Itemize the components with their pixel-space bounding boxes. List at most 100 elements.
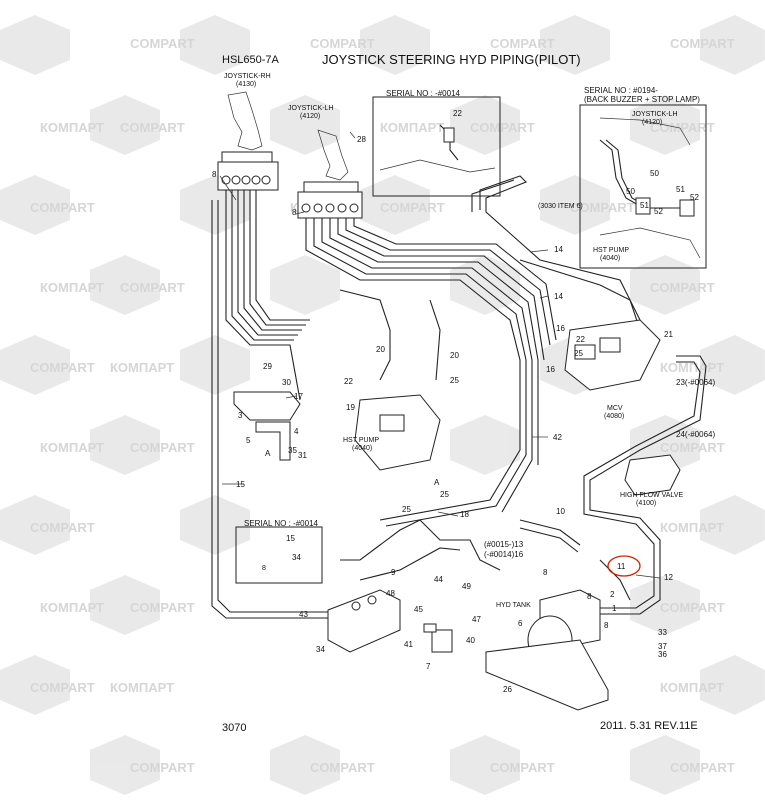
watermark-text: COMPART [30,520,95,535]
part-label: 31 [298,451,307,460]
bracket-17 [233,391,301,461]
watermark-text: COMPART [650,280,715,295]
part-label: 48 [386,589,395,598]
part-label: 50 [626,187,635,196]
part-label: 8 [212,170,217,179]
serial-0014-16-label: (-#0014)16 [484,550,524,559]
inset-serial-0014-b-label: SERIAL NO : -#0014 [244,519,319,528]
watermark-text: COMPART [120,120,185,135]
part-label: 37 [658,642,667,651]
watermark-text: COMPART [30,360,95,375]
part-label: 49 [462,582,471,591]
joystick-rh-code: (4130) [236,81,256,88]
watermark-text: COMPART [130,600,195,615]
part-label: 15 [286,534,295,543]
inset-hst-pump-code: (4040) [600,255,620,262]
part-label: 29 [263,362,272,371]
part-label: 34 [316,645,325,654]
inset-back-buzzer-label: (BACK BUZZER + STOP LAMP) [584,95,700,104]
part-label: 5 [246,436,251,445]
revision-date: 2011. 5.31 REV.11E [600,720,698,732]
joystick-rh [217,91,279,191]
joystick-lh-code: (4120) [300,113,320,120]
manifold-34 [327,589,401,653]
part-label: 22 [576,335,585,344]
inset-serial-0014-b [235,526,323,584]
part-label: 51 [640,201,649,210]
part-label: 25 [402,505,411,514]
inset-joystick-lh-label: JOYSTICK-LH [632,111,678,118]
watermark-text: COMPART [670,760,735,775]
mcv-label: MCV [607,405,623,412]
serial-0015-label: (#0015-)13 [484,540,524,549]
watermark-text: COMPART [490,36,555,51]
detail-a2-label: A [434,478,440,487]
hose-high-flow [583,355,707,615]
part-label: 16 [556,324,565,333]
inset-serial-0194-label: SERIAL NO : #0194- [584,86,658,95]
part-label: 28 [357,135,366,144]
watermark-text: КОМПАРТ [660,520,724,535]
part-label: 25 [450,376,459,385]
part-label: 52 [690,193,699,202]
item-3030-label: (3030 ITEM 6) [538,203,583,210]
part-label: 11 [617,562,626,571]
part-label: 52 [654,207,663,216]
part-label: 19 [346,403,355,412]
part-label: 8 [604,621,609,630]
inset-serial-0194 [579,104,707,269]
inset-hst-pump-label: HST PUMP [593,247,629,254]
part-label: 9 [391,568,396,577]
watermark-row-10 [90,735,700,795]
part-label: 50 [650,169,659,178]
high-flow-valve-label: HIGH FLOW VALVE [620,492,683,499]
watermark-text: COMPART [310,36,375,51]
watermark-text: COMPART [30,200,95,215]
part-label: 8 [262,565,266,572]
part-label: 45 [414,605,423,614]
part-label: 34 [292,553,301,562]
watermark-text: COMPART [310,760,375,775]
watermark-text: КОМПАРТ [110,360,174,375]
watermark-text: COMPART [650,120,715,135]
part-label: 26 [503,685,512,694]
watermark-text: КОМПАРТ [660,680,724,695]
watermark-text: КОМПАРТ [110,680,174,695]
part-label: 14 [554,292,563,301]
hose-lower [340,519,631,601]
watermark-text: COMPART [120,280,185,295]
part-label: 25 [440,490,449,499]
hyd-tank-valve [485,589,609,711]
highlight-11 [607,555,641,577]
hose-20 [339,289,441,381]
part-label: 1 [612,604,617,613]
hst-pump-label: HST PUMP [343,437,379,444]
inset-joystick-lh-code: (4120) [642,119,662,126]
part-label: 35 [288,446,297,455]
hose-pilot-14 [471,175,641,331]
solenoid-40 [423,623,453,653]
part-label: 20 [450,351,459,360]
part-label: 47 [472,615,481,624]
high-flow-valve-code: (4100) [636,500,656,507]
watermark-text: COMPART [490,760,555,775]
part-label: 2 [610,590,615,599]
hose-bundle-lh [305,218,557,527]
watermark-text: COMPART [130,760,195,775]
part-23-label: 23(-#0064) [676,378,715,387]
watermark-text: КОМПАРТ [380,120,444,135]
watermark-row-9 [0,655,765,715]
part-label: 30 [282,378,291,387]
part-label: 4 [294,427,299,436]
part-label: 16 [546,365,555,374]
mcv-code: (4080) [604,413,624,420]
part-label: 43 [299,610,308,619]
high-flow-valve [624,454,681,496]
leader-lines [219,131,661,579]
part-label: 20 [376,345,385,354]
inset-serial-0014-label: SERIAL NO : -#0014 [386,89,461,98]
page-number: 3070 [222,722,246,734]
watermark-text: COMPART [570,200,635,215]
part-label: 44 [434,575,443,584]
